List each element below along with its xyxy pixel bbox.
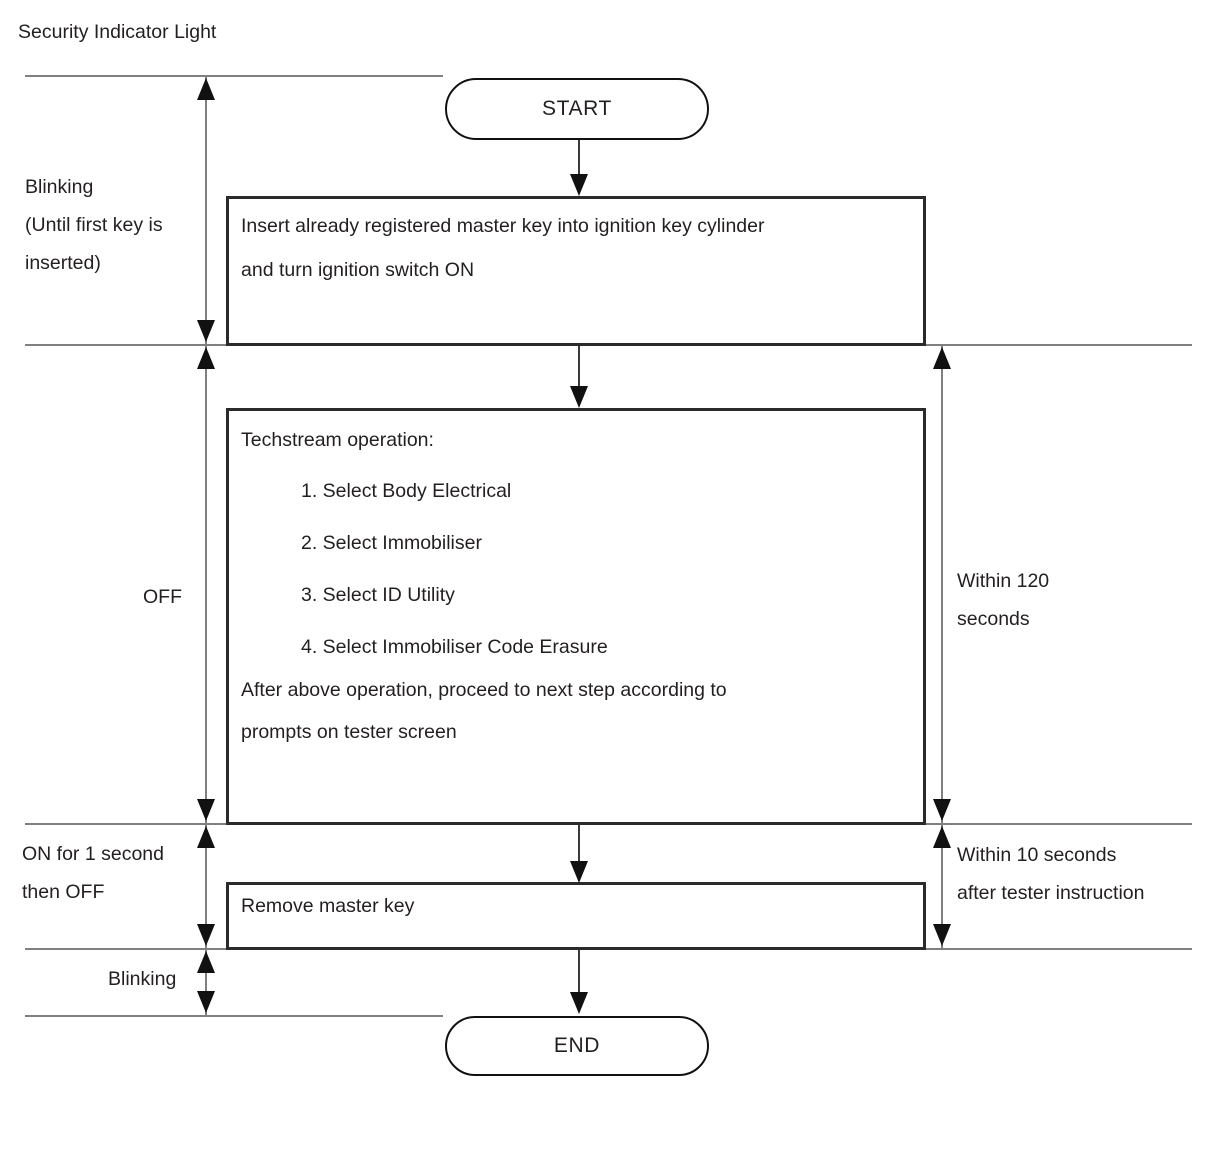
process-box-techstream[interactable]: Techstream operation: 1. Select Body Ele… (226, 408, 926, 825)
flow-remove-to-end-arrowhead (570, 992, 588, 1014)
left-bar-on-one-second (205, 823, 207, 948)
annotation-blinking-first-key-line-1: Blinking (25, 176, 94, 198)
left-bar-blinking-end-arrow-top (197, 951, 215, 973)
flow-start-to-insert-arrowhead (570, 174, 588, 196)
terminal-end[interactable]: END (445, 1016, 709, 1076)
process-box-techstream-step-1: 1. Select Body Electrical (301, 480, 512, 502)
left-bar-off (205, 344, 207, 823)
right-bar-within-10-arrow-top (933, 826, 951, 848)
left-bar-off-arrow-bottom (197, 799, 215, 821)
left-bar-on-one-second-arrow-top (197, 826, 215, 848)
flow-insert-to-techstream-arrowhead (570, 386, 588, 408)
flow-techstream-to-remove-arrowhead (570, 861, 588, 883)
left-bar-blinking-end-arrow-bottom (197, 991, 215, 1013)
left-bar-on-one-second-arrow-bottom (197, 924, 215, 946)
left-bar-blinking-first (205, 75, 207, 344)
process-box-remove-key[interactable]: Remove master key (226, 882, 926, 950)
right-bar-within-120-seconds (941, 344, 943, 823)
annotation-blinking-end: Blinking (108, 968, 177, 990)
process-box-techstream-step-2: 2. Select Immobiliser (301, 532, 482, 554)
right-bar-within-120-arrow-top (933, 347, 951, 369)
page-title: Security Indicator Light (18, 21, 217, 43)
process-box-techstream-footer-line-1: After above operation, proceed to next s… (241, 679, 727, 701)
flow-remove-to-end (578, 950, 580, 1002)
process-box-remove-key-line-1: Remove master key (241, 895, 415, 917)
annotation-within-10-seconds-line-1: Within 10 seconds (957, 844, 1117, 866)
flow-techstream-to-remove (578, 825, 580, 877)
flow-start-to-insert (578, 140, 580, 186)
left-bar-blinking-end (205, 948, 207, 1015)
process-box-techstream-heading: Techstream operation: (241, 429, 434, 451)
annotation-off: OFF (143, 586, 182, 608)
terminal-start[interactable]: START (445, 78, 709, 140)
process-box-techstream-step-4: 4. Select Immobiliser Code Erasure (301, 636, 608, 658)
annotation-within-120-seconds-line-2: seconds (957, 608, 1030, 630)
left-bar-blinking-first-arrow-top (197, 78, 215, 100)
state-rule-top (25, 75, 443, 77)
annotation-blinking-first-key-line-2: (Until first key is (25, 214, 163, 236)
annotation-within-10-seconds-line-2: after tester instruction (957, 882, 1145, 904)
right-bar-within-120-arrow-bottom (933, 799, 951, 821)
state-rule-bottom (25, 1015, 443, 1017)
right-bar-within-10-seconds (941, 823, 943, 948)
process-box-insert-key-line-2: and turn ignition switch ON (241, 259, 475, 281)
annotation-on-one-second-line-1: ON for 1 second (22, 843, 164, 865)
flow-insert-to-techstream (578, 346, 580, 398)
left-bar-off-arrow-top (197, 347, 215, 369)
annotation-on-one-second-line-2: then OFF (22, 881, 105, 903)
right-bar-within-10-arrow-bottom (933, 924, 951, 946)
process-box-insert-key[interactable]: Insert already registered master key int… (226, 196, 926, 346)
process-box-techstream-step-3: 3. Select ID Utility (301, 584, 455, 606)
process-box-techstream-footer-line-2: prompts on tester screen (241, 721, 457, 743)
process-box-insert-key-line-1: Insert already registered master key int… (241, 215, 765, 237)
annotation-blinking-first-key-line-3: inserted) (25, 252, 101, 274)
annotation-within-120-seconds-line-1: Within 120 (957, 570, 1050, 592)
left-bar-blinking-first-arrow-bottom (197, 320, 215, 342)
